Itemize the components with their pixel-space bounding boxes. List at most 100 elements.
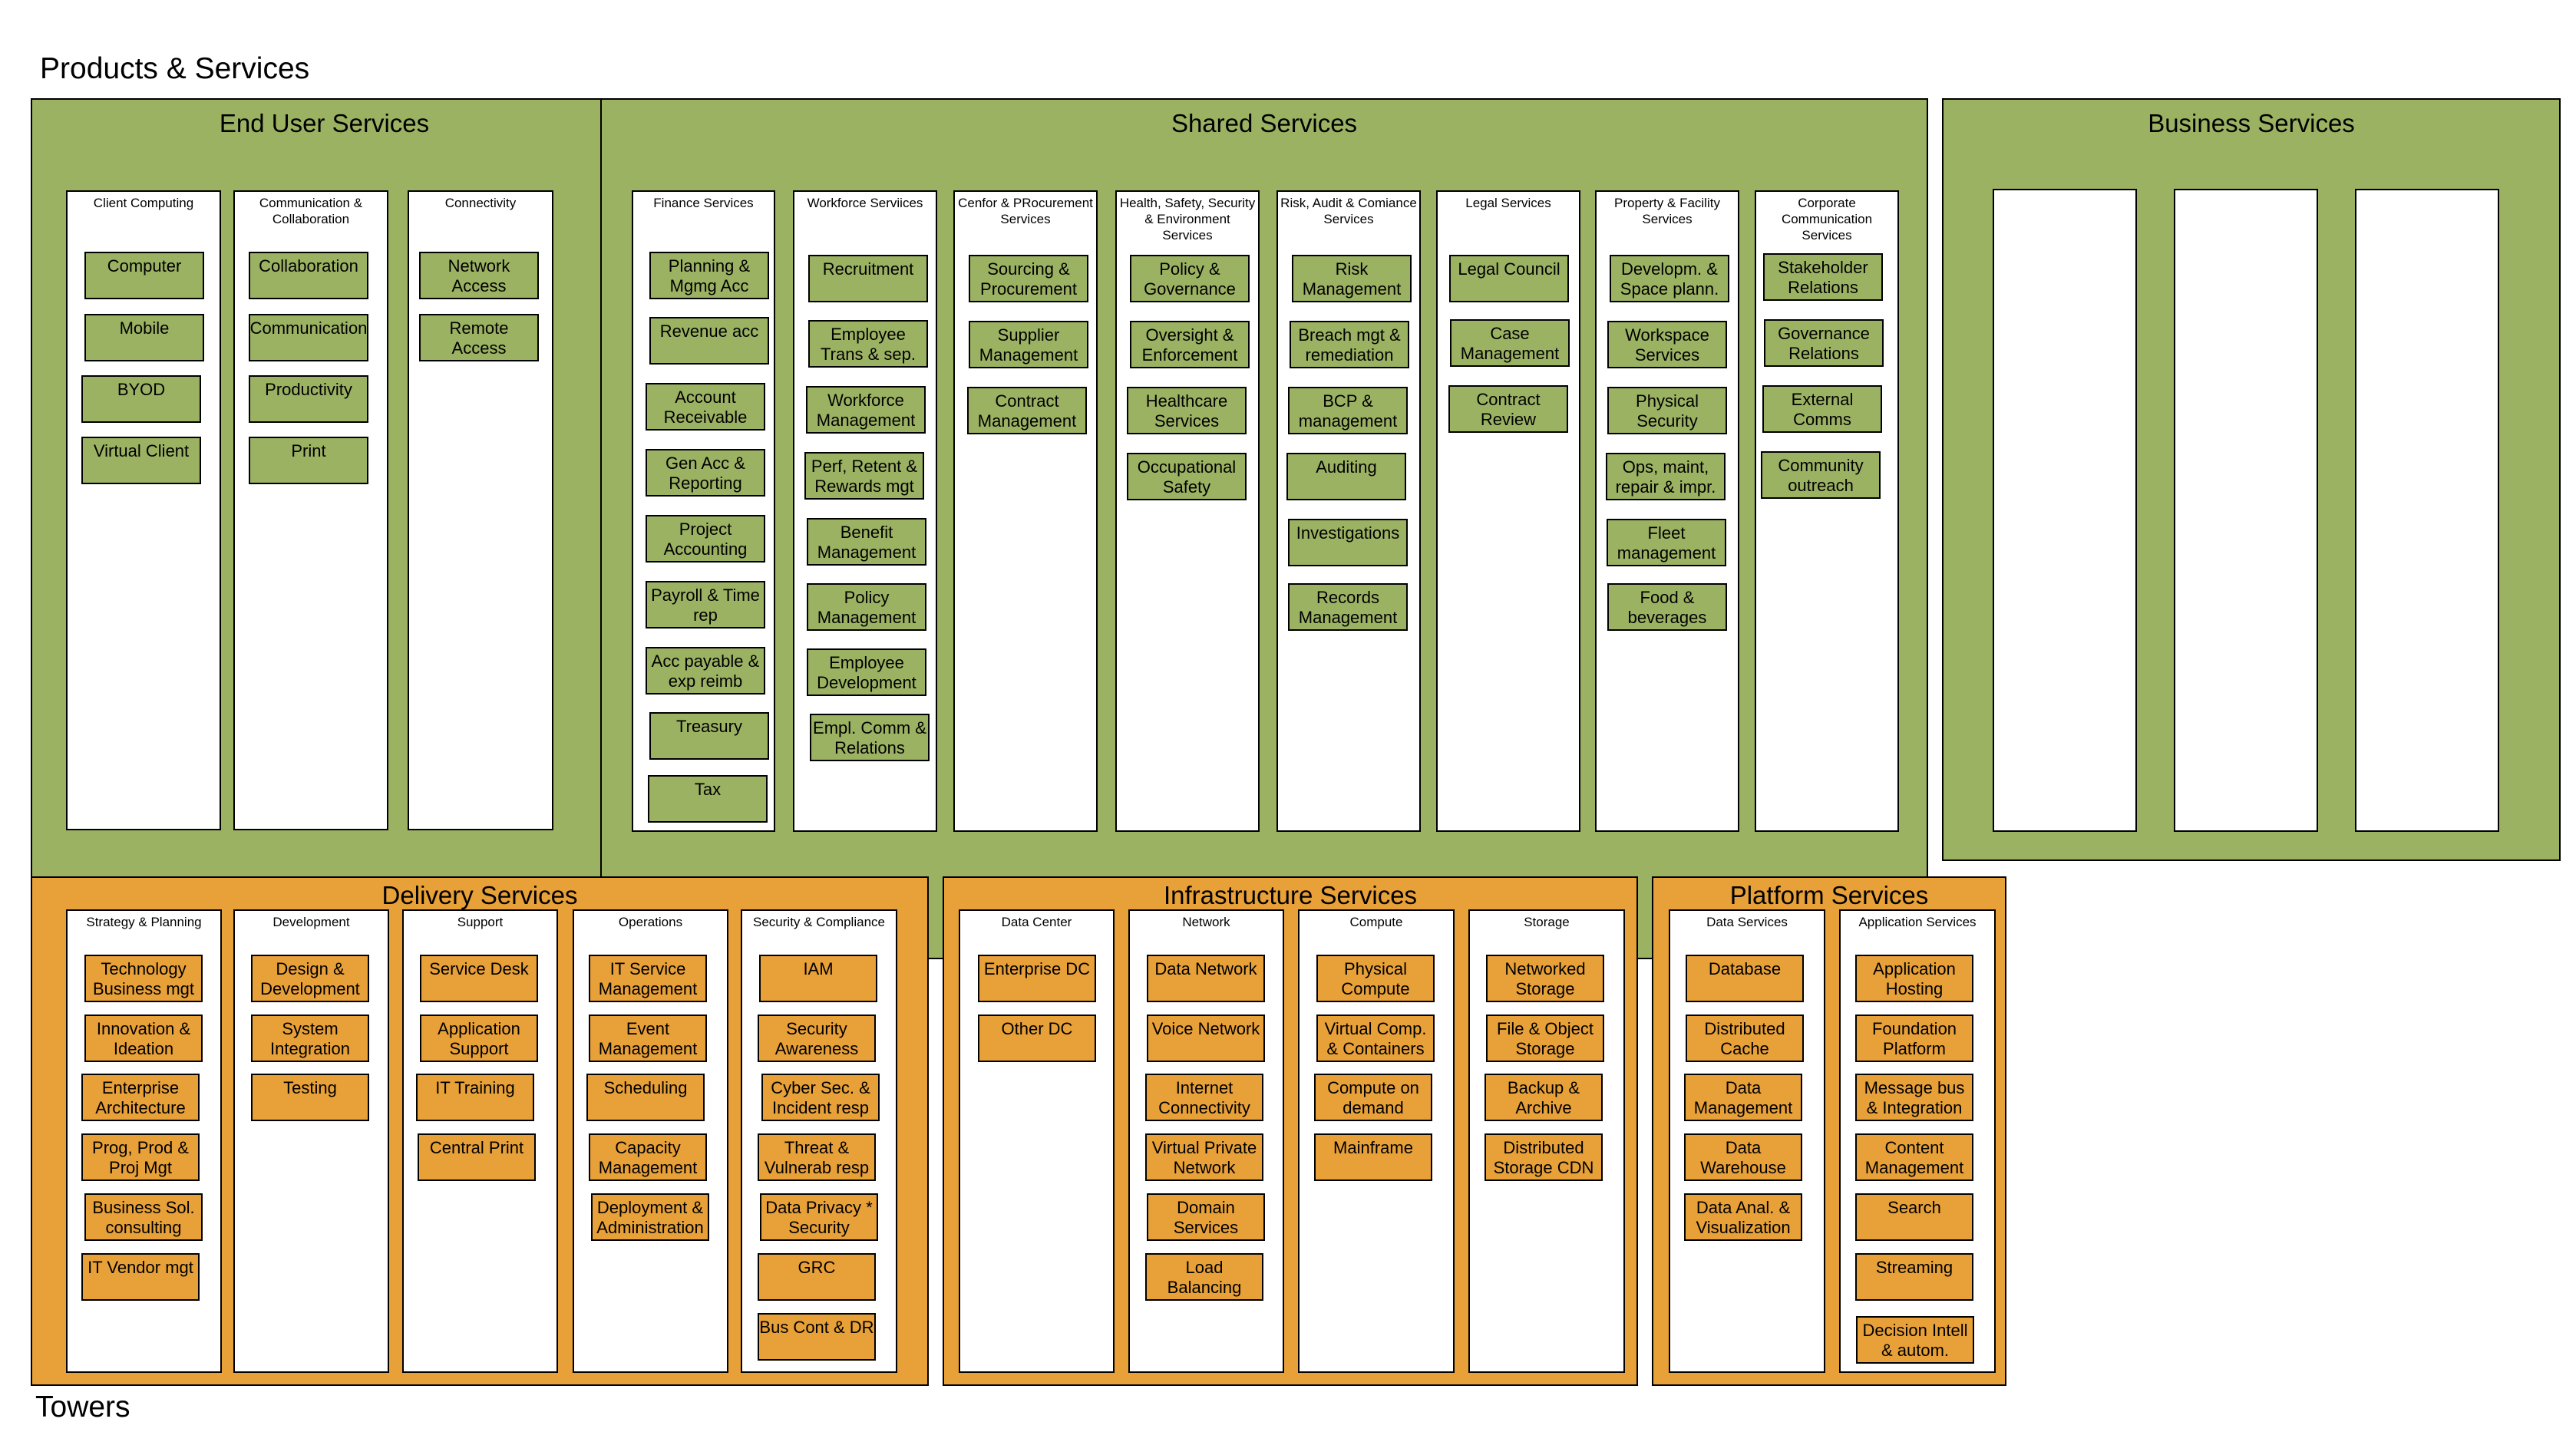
service-healthcare-services: Healthcare Services (1127, 387, 1247, 434)
service-streaming: Streaming (1855, 1253, 1973, 1301)
footer-title: Towers (35, 1391, 130, 1424)
service-contract-review: Contract Review (1448, 385, 1568, 433)
service-fleet-management: Fleet management (1607, 519, 1726, 566)
service-label: Physical Compute (1341, 959, 1410, 998)
service-label: Enterprise DC (983, 959, 1091, 978)
service-data-privacy-security: Data Privacy * Security (760, 1193, 878, 1241)
service-label: Search (1887, 1198, 1941, 1217)
service-label: Internet Connectivity (1158, 1078, 1250, 1117)
column-empty-1 (1993, 189, 2137, 832)
column-title: Finance Services (653, 196, 754, 210)
service-central-print: Central Print (418, 1133, 536, 1181)
service-empl-comm-relations: Empl. Comm & Relations (810, 714, 930, 761)
service-remote-access: Remote Access (419, 314, 539, 361)
service-enterprise-architecture: Enterprise Architecture (81, 1074, 200, 1121)
service-occupational-safety: Occupational Safety (1127, 453, 1247, 500)
service-label: IAM (803, 959, 834, 978)
service-label: Business Sol. consulting (92, 1198, 195, 1237)
service-distributed-cache: Distributed Cache (1686, 1015, 1804, 1062)
column-title: Property & Facility Services (1614, 196, 1720, 226)
section-title: Delivery Services (381, 881, 578, 909)
service-project-accounting: Project Accounting (646, 515, 765, 563)
column-title: Legal Services (1465, 196, 1551, 210)
service-label: Database (1708, 959, 1782, 978)
column-empty-2 (2174, 189, 2318, 832)
column-title: Application Services (1858, 915, 1977, 929)
section-title: Platform Services (1729, 881, 1929, 909)
service-system-integration: System Integration (251, 1015, 369, 1062)
service-label: Technology Business mgt (92, 959, 195, 998)
service-label: Mainframe (1333, 1138, 1413, 1157)
service-label: Contract Management (977, 391, 1077, 431)
service-label: Remote Access (449, 318, 509, 358)
service-employee-development: Employee Development (807, 648, 926, 696)
service-testing: Testing (251, 1074, 369, 1121)
service-virtual-private-network: Virtual Private Network (1145, 1133, 1263, 1181)
column-title: Communication & Collaboration (259, 196, 363, 226)
service-physical-compute: Physical Compute (1316, 955, 1435, 1002)
service-governance-relations: Governance Relations (1764, 319, 1884, 367)
service-label: System Integration (270, 1019, 350, 1058)
service-label: Policy & Governance (1144, 259, 1236, 299)
column-title: Connectivity (444, 196, 517, 210)
service-label: Data Anal. & Visualization (1696, 1198, 1791, 1237)
service-label: Backup & Archive (1507, 1078, 1580, 1117)
service-label: BCP & management (1298, 391, 1398, 431)
service-treasury: Treasury (649, 712, 769, 760)
service-sourcing-procurement: Sourcing & Procurement (969, 255, 1088, 302)
service-label: Communication (249, 318, 368, 338)
service-risk-management: Risk Management (1292, 255, 1412, 302)
service-label: Physical Security (1636, 391, 1699, 431)
service-label: Workforce Management (816, 391, 916, 430)
service-productivity: Productivity (249, 375, 368, 423)
service-workspace-services: Workspace Services (1607, 321, 1727, 368)
service-investigations: Investigations (1288, 519, 1408, 566)
service-label: Account Receivable (663, 388, 748, 427)
column-title: Corporate Communication Services (1781, 196, 1873, 242)
service-label: Enterprise Architecture (95, 1078, 186, 1117)
service-label: IT Training (435, 1078, 515, 1097)
column-title: Health, Safety, Security & Environment S… (1119, 196, 1256, 242)
service-label: GRC (798, 1258, 836, 1277)
service-physical-security: Physical Security (1607, 387, 1727, 434)
service-label: Project Accounting (663, 520, 748, 559)
service-label: Testing (283, 1078, 337, 1097)
service-auditing: Auditing (1286, 453, 1406, 500)
service-label: Recruitment (822, 259, 914, 279)
service-print: Print (249, 437, 368, 484)
service-innovation-ideation: Innovation & Ideation (84, 1015, 203, 1062)
service-database: Database (1686, 955, 1804, 1002)
service-label: Virtual Client (93, 441, 190, 460)
service-label: Mobile (119, 318, 170, 338)
column-empty-3 (2355, 189, 2499, 832)
service-label: Data Privacy * Security (765, 1198, 873, 1237)
service-virtual-client: Virtual Client (81, 437, 201, 484)
service-design-development: Design & Development (251, 955, 369, 1002)
column-title: Client Computing (93, 196, 194, 210)
column-title: Risk, Audit & Comiance Services (1280, 196, 1417, 226)
service-label: Planning & Mgmg Acc (668, 256, 751, 295)
service-other-dc: Other DC (978, 1015, 1096, 1062)
service-label: Bus Cont & DR (759, 1318, 874, 1337)
service-label: Domain Services (1173, 1198, 1239, 1237)
service-oversight-enforcement: Oversight & Enforcement (1130, 321, 1250, 368)
service-grc: GRC (758, 1253, 876, 1301)
service-label: Data Management (1693, 1078, 1793, 1117)
service-data-warehouse: Data Warehouse (1684, 1133, 1802, 1181)
service-workforce-management: Workforce Management (806, 386, 926, 434)
section-title: End User Services (219, 109, 430, 137)
service-iam: IAM (759, 955, 877, 1002)
service-compute-on-demand: Compute on demand (1314, 1074, 1432, 1121)
service-capacity-management: Capacity Management (589, 1133, 707, 1181)
service-label: Developm. & Space plann. (1620, 259, 1719, 299)
service-label: Governance Relations (1778, 324, 1870, 363)
service-payroll-time-rep: Payroll & Time rep (646, 581, 765, 629)
